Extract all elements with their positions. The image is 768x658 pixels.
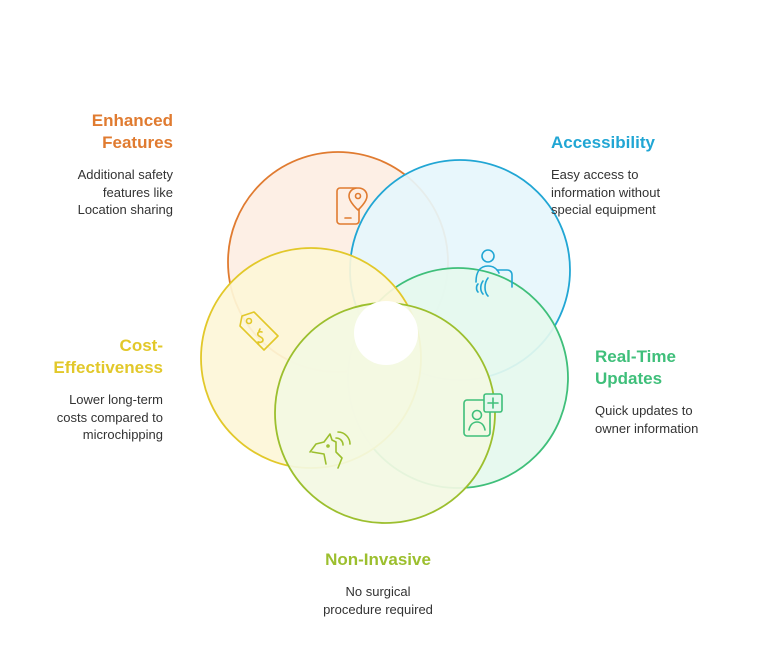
label-cost-effectiveness: Cost- Effectiveness Lower long-term cost… [20,335,163,444]
price-tag-icon [239,311,279,351]
description-non-invasive: No surgical procedure required [323,584,433,617]
description-enhanced-features: Additional safety features like Location… [77,167,173,217]
label-accessibility: Accessibility Easy access to information… [551,132,741,219]
dog-wireless-icon [309,431,351,469]
label-non-invasive: Non-Invasive No surgical procedure requi… [278,549,478,618]
description-real-time-updates: Quick updates to owner information [595,403,699,436]
title-accessibility: Accessibility [551,133,655,152]
title-enhanced-features: Enhanced Features [91,111,173,152]
contactless-person-icon [475,249,513,297]
profile-add-icon [463,393,503,437]
title-non-invasive: Non-Invasive [325,550,431,569]
location-phone-icon [336,187,368,225]
description-accessibility: Easy access to information without speci… [551,167,661,217]
title-real-time-updates: Real-Time Updates [595,347,676,388]
description-cost-effectiveness: Lower long-term costs compared to microc… [56,392,163,442]
label-enhanced-features: Enhanced Features Additional safety feat… [30,110,173,219]
title-cost-effectiveness: Cost- Effectiveness [53,336,163,377]
center-hole [354,301,418,365]
label-real-time-updates: Real-Time Updates Quick updates to owner… [595,346,755,437]
